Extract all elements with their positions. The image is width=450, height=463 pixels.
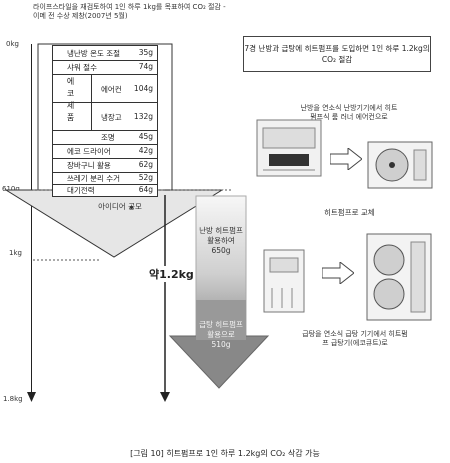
boiler-caption: 급탕을 연소식 급탕 기기에서 히트펌프 급탕기(에코큐트)로 bbox=[302, 330, 408, 347]
outdoor-unit-image bbox=[367, 141, 433, 189]
savings-row: 에어컨 104g bbox=[53, 74, 157, 103]
y-axis-line bbox=[31, 44, 32, 396]
row-value: 104g bbox=[133, 84, 153, 93]
arrow-right-icon bbox=[330, 148, 362, 170]
savings-table: 냉난방 온도 조절 35g 샤워 절수 74g 에 코 제 품 에어컨 104g… bbox=[52, 45, 158, 197]
savings-row: 장바구니 활용 62g bbox=[53, 158, 157, 173]
row-label: 샤워 절수 bbox=[67, 63, 97, 72]
row-label: 조명 bbox=[101, 133, 115, 142]
heating-pump-label: 난방 히트펌프 활용하여 650g bbox=[199, 226, 243, 255]
row-label: 장바구니 활용 bbox=[67, 161, 111, 170]
row-label: 쓰레기 분리 수거 bbox=[67, 174, 121, 183]
row-label: 냉난방 온도 조절 bbox=[67, 49, 121, 58]
replace-label: 히트펌프로 교체 bbox=[324, 208, 375, 217]
total-label: 약1.2kg bbox=[148, 266, 195, 282]
heater-caption: 난방을 연소식 난방기기에서 히트펌프식 룸 러너 에어컨으로 bbox=[300, 104, 398, 121]
y-tick-1kg: 1kg bbox=[9, 249, 22, 257]
savings-row: 쓰레기 분리 수거 52g bbox=[53, 172, 157, 185]
idea-label: 아이디어 공모 bbox=[98, 202, 142, 211]
row-value: 74g bbox=[138, 62, 153, 71]
row-value: 132g bbox=[133, 112, 153, 121]
eco-group-label: 에 코 제 품 bbox=[66, 77, 75, 122]
hotwater-pump-label: 급탕 히트펌프 활용으로 510g bbox=[199, 320, 243, 349]
row-label: 에코 드라이어 bbox=[67, 147, 111, 156]
y-tick-1.8kg: 1.8kg bbox=[3, 395, 23, 403]
row-value: 64g bbox=[138, 185, 153, 194]
row-label: 대기전력 bbox=[67, 186, 95, 195]
row-label: 냉장고 bbox=[101, 113, 122, 122]
row-value: 45g bbox=[138, 132, 153, 141]
info-box: 7경 난방과 급탕에 히트펌프를 도입하면 1인 하루 1.2kg의 CO₂ 절… bbox=[243, 36, 431, 72]
boiler-device-image bbox=[263, 249, 305, 313]
savings-row: 냉장고 132g bbox=[53, 102, 157, 131]
row-value: 52g bbox=[138, 173, 153, 182]
heater-device-image bbox=[256, 119, 322, 177]
arrow-right-icon bbox=[322, 262, 354, 284]
savings-row: 샤워 절수 74g bbox=[53, 60, 157, 75]
row-value: 35g bbox=[138, 48, 153, 57]
savings-row: 냉난방 온도 조절 35g bbox=[53, 46, 157, 61]
y-axis-arrowhead bbox=[27, 392, 36, 402]
row-label: 에어컨 bbox=[101, 85, 122, 94]
row-value: 62g bbox=[138, 160, 153, 169]
row-value: 42g bbox=[138, 146, 153, 155]
idea-dot bbox=[130, 206, 133, 209]
intro-text: 라이프스타일을 재검토하여 1인 하루 1kg를 목표하여 CO₂ 절감 - 이… bbox=[33, 3, 226, 20]
y-tick-610g: 610g bbox=[2, 185, 20, 193]
savings-row: 대기전력 64g bbox=[53, 184, 157, 196]
savings-row: 조명 45g bbox=[53, 130, 157, 145]
savings-row: 에코 드라이어 42g bbox=[53, 144, 157, 159]
ecocute-unit-image bbox=[366, 233, 432, 321]
figure-caption: [그림 10] 히트펌프로 1인 하루 1.2kg의 CO₂ 삭감 가능 bbox=[130, 449, 320, 458]
y-tick-0: 0kg bbox=[6, 40, 19, 48]
